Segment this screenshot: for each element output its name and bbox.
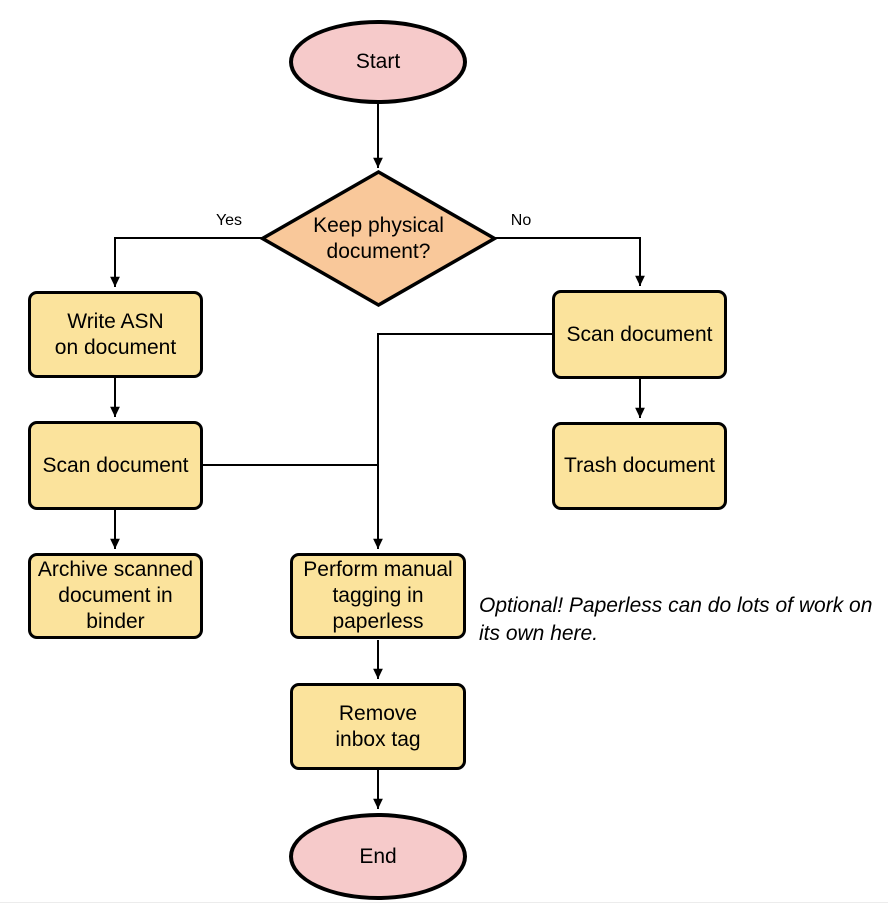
edge-label-no: No	[510, 212, 532, 229]
edge-decision-scan-right	[495, 237, 645, 286]
node-remove-inbox-tag: Remove inbox tag	[290, 683, 466, 770]
annotation-optional-note: Optional! Paperless can do lots of work …	[479, 594, 873, 645]
edge-label-yes: Yes	[215, 212, 243, 229]
node-end: End	[289, 813, 467, 900]
bottom-divider	[0, 902, 888, 903]
node-scan-document-left: Scan document	[28, 421, 203, 510]
node-manual-tagging: Perform manual tagging in paperless	[290, 553, 466, 639]
node-write-asn: Write ASN on document	[28, 291, 203, 378]
node-archive-binder: Archive scanned document in binder	[28, 553, 203, 639]
node-decision-label: Keep physical document?	[313, 213, 444, 263]
edge-scan-right-tagging	[373, 333, 552, 549]
node-start: Start	[289, 20, 467, 104]
node-scan-document-right: Scan document	[552, 290, 727, 379]
edge-decision-write-asn	[110, 237, 262, 287]
decision-shape	[258, 169, 499, 308]
node-trash-document: Trash document	[552, 422, 727, 510]
